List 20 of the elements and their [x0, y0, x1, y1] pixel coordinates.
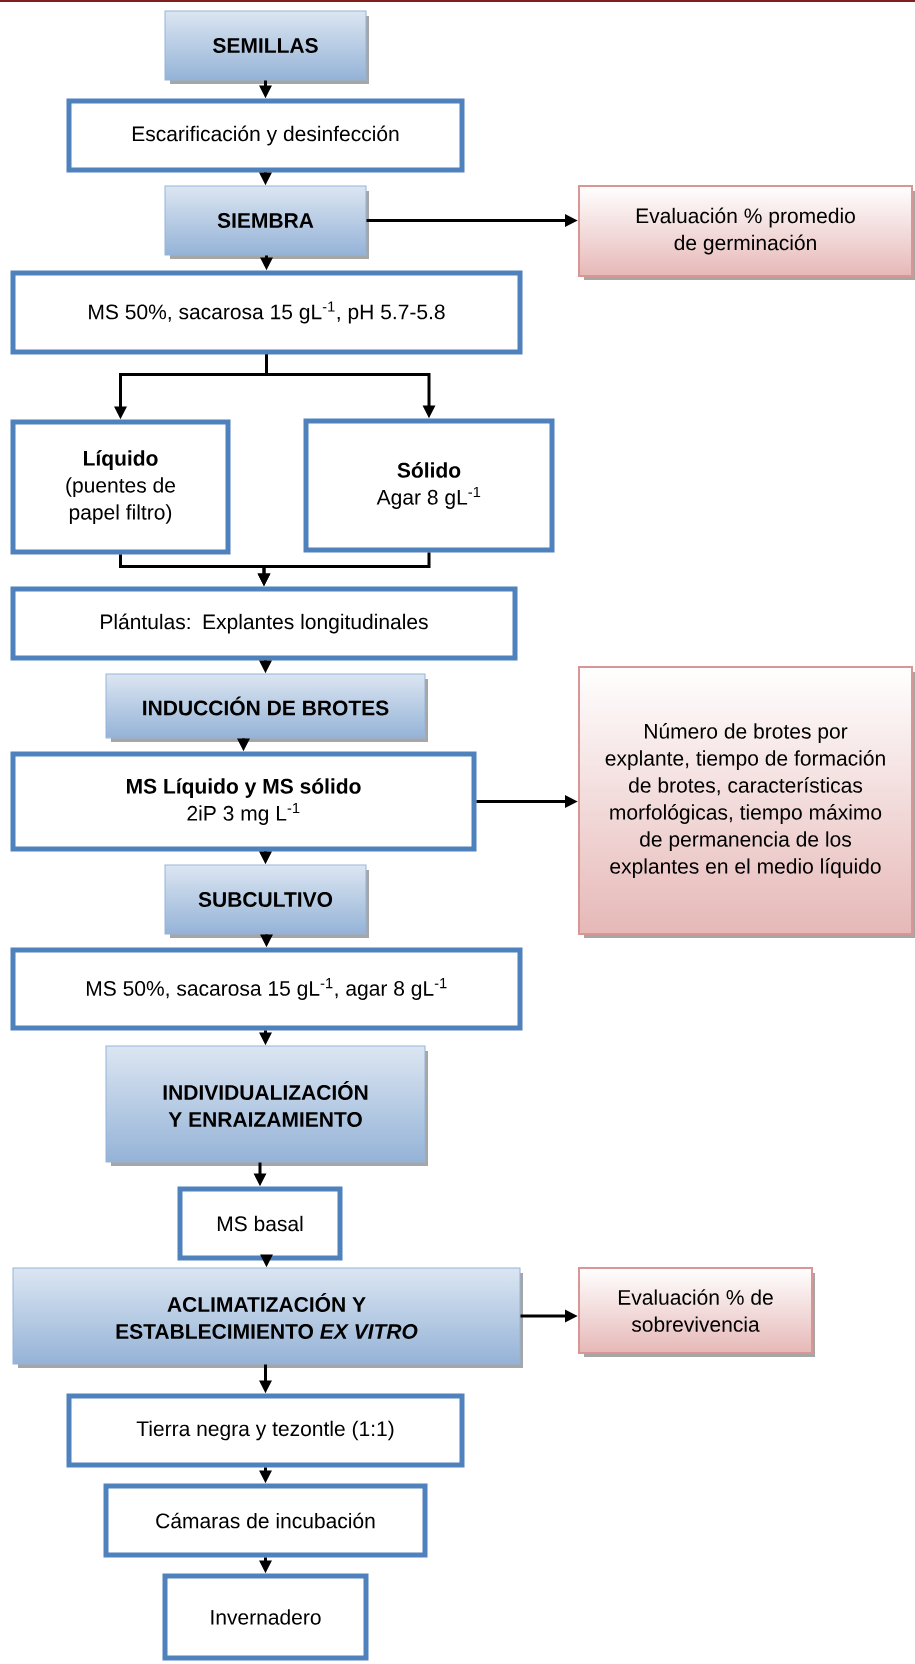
process-box: Sólido Agar 8 gL$^{-1}$: [303, 418, 555, 553]
process-box: Líquido (puentes de papel filtro): [10, 419, 231, 555]
process-box: Escarificación y desinfección: [66, 98, 465, 173]
process-box: MS 50%, sacarosa 15 gL$^{-1}$, agar 8 gL$^{-1}$: [10, 947, 523, 1031]
process-box: Tierra negra y tezontle (1:1): [66, 1393, 465, 1468]
stage-box: ACLIMATIZACIÓN Y ESTABLECIMIENTO EX VITRO: [12, 1267, 523, 1368]
stage-box: SEMILLAS: [164, 10, 369, 84]
stage-box: SIEMBRA: [164, 185, 369, 259]
process-box: MS 50%, sacarosa 15 gL$^{-1}$, pH 5.7-5.8: [10, 270, 523, 355]
stage-box: INDIVIDUALIZACIÓN Y ENRAIZAMIENTO: [105, 1045, 428, 1166]
process-box: MS Líquido y MS sólido 2iP 3 mg L$^{-1}$: [10, 751, 477, 852]
stage-box: INDUCCIÓN DE BROTES: [105, 673, 428, 742]
process-box: Cámaras de incubación: [103, 1483, 428, 1558]
process-box: MS basal: [177, 1186, 343, 1261]
process-box: Plántulas: Explantes longitudinales: [10, 586, 518, 661]
evaluation-box: Número de brotes por explante, tiempo de formación de brotes, características morfológicas, tiempo máximo de permanencia de los explantes en el medio líquido: [578, 666, 915, 938]
evaluation-box: Evaluación % de sobrevivencia: [578, 1267, 815, 1357]
stage-box: SUBCULTIVO: [164, 864, 369, 938]
process-box: Invernadero: [162, 1573, 369, 1661]
evaluation-box: Evaluación % promedio de germinación: [578, 185, 915, 280]
